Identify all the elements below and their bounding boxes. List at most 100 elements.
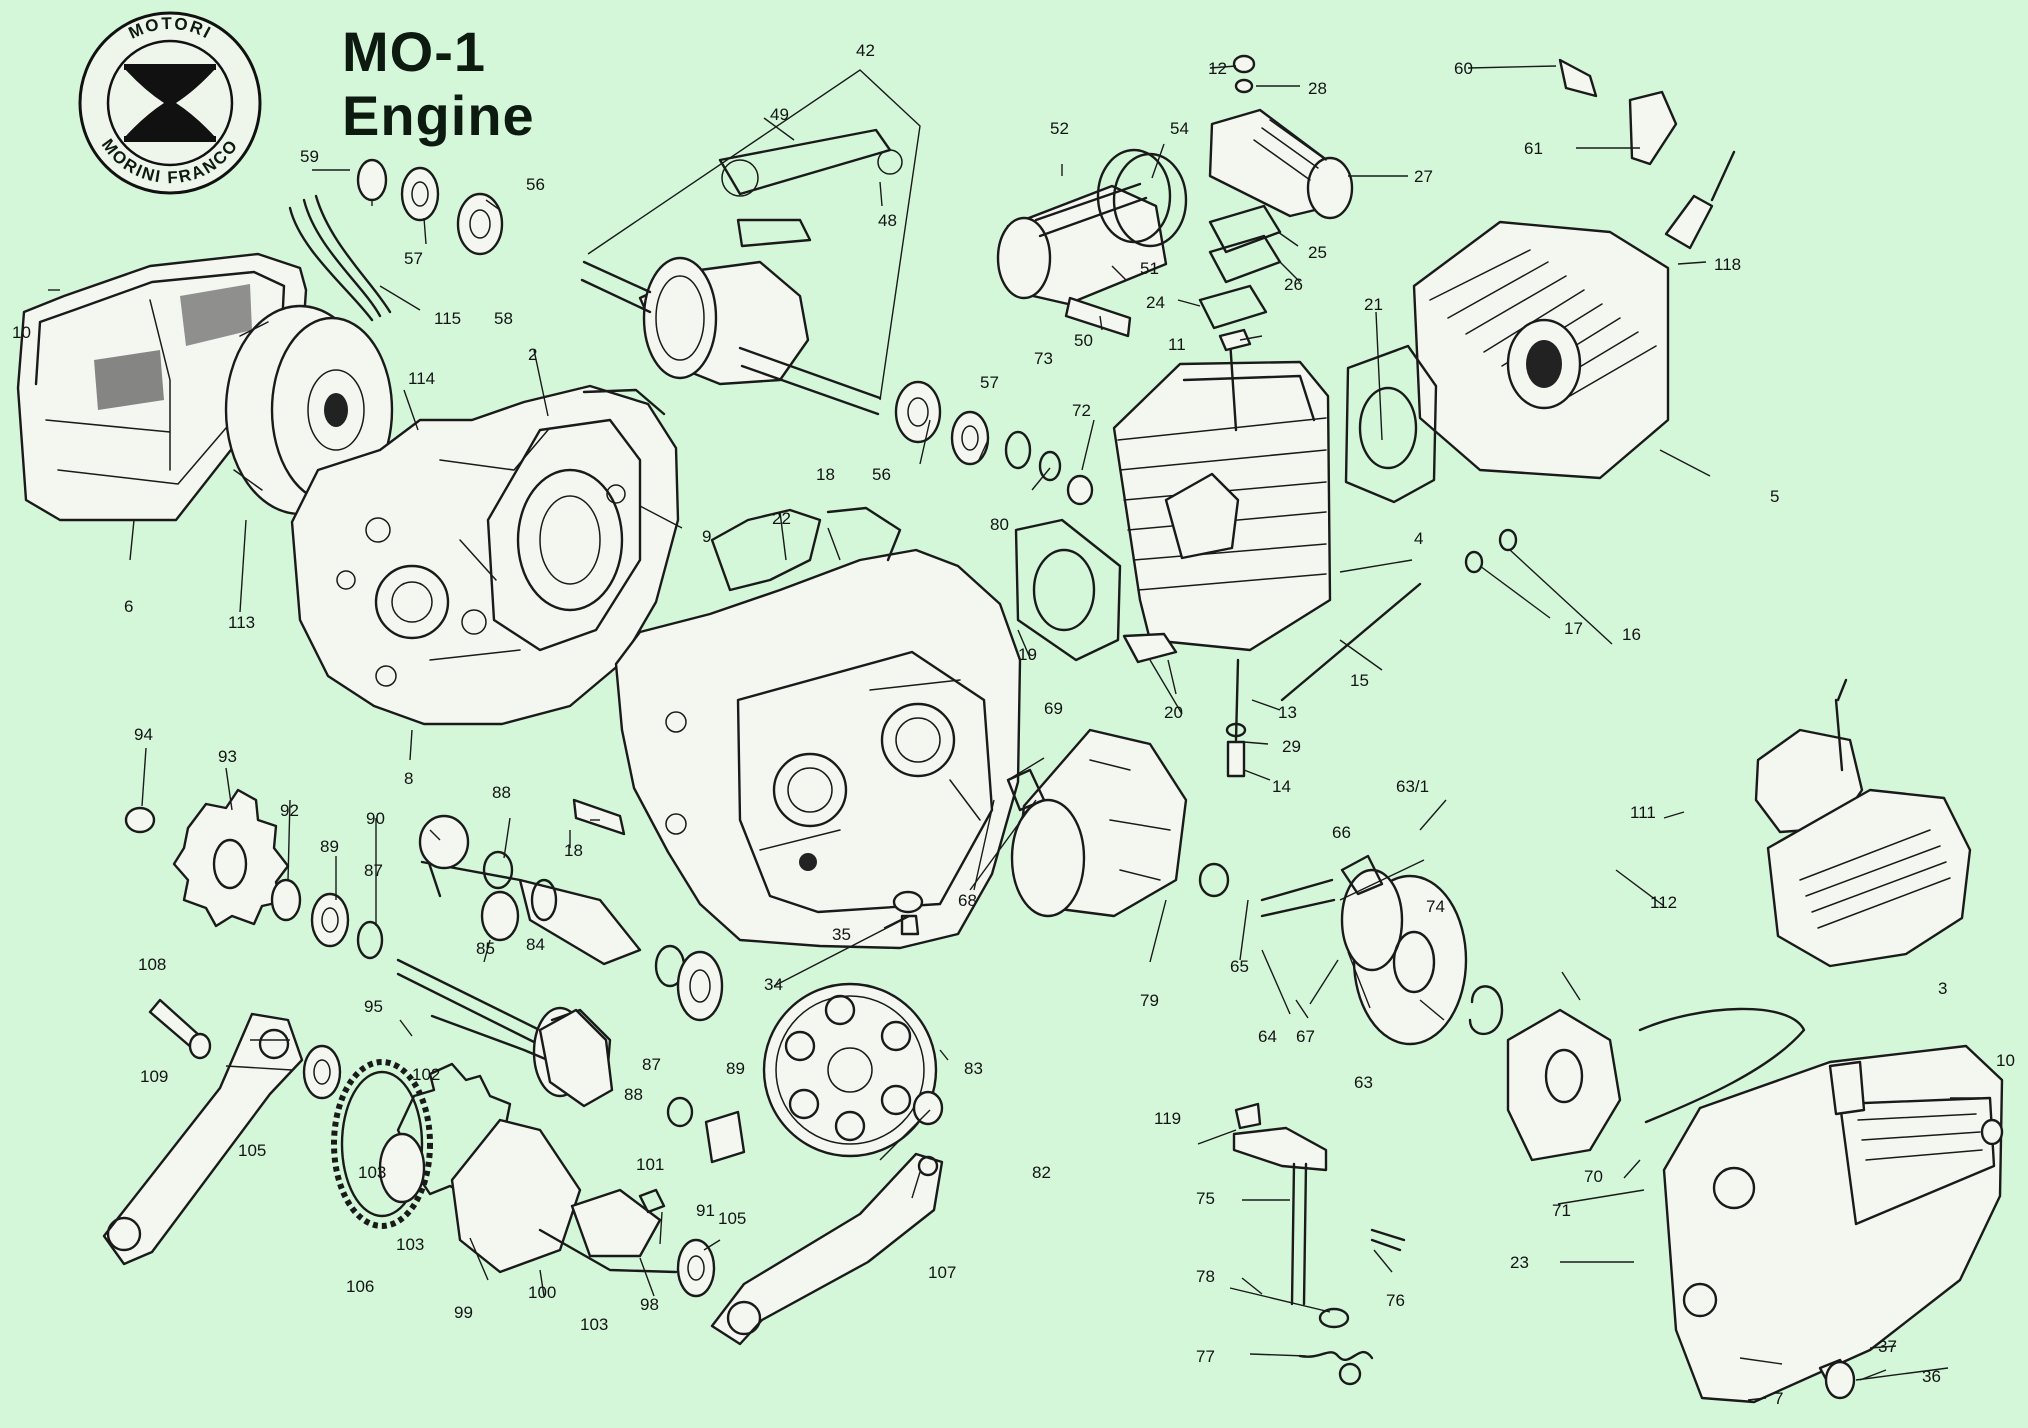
callout: 60 (1454, 59, 1473, 78)
callout: 99 (454, 1303, 473, 1322)
callout: 24 (1146, 293, 1165, 312)
callout: 69 (1044, 699, 1063, 718)
gearbox-washers (124, 798, 924, 1298)
diagram-title-subject: Engine (342, 84, 535, 147)
callout: 56 (872, 465, 891, 484)
callout: 61 (1524, 139, 1543, 158)
callout: 29 (1282, 737, 1301, 756)
callout: 94 (134, 725, 153, 744)
callout: 64 (1258, 1027, 1277, 1046)
callout: 23 (1510, 1253, 1529, 1272)
leader-lines (48, 65, 1980, 1401)
bearings-left (356, 158, 1518, 574)
callout: 15 (1350, 671, 1369, 690)
callout: 119 (1154, 1109, 1181, 1128)
callout: 105 (238, 1141, 266, 1160)
callout: 82 (1032, 1163, 1051, 1182)
callout: 59 (300, 147, 319, 166)
clutch-drum (1006, 728, 1230, 918)
callout: 48 (878, 211, 897, 230)
diagram-title-model: MO-1 (342, 20, 486, 83)
callout: 8 (404, 769, 413, 788)
callout: 115 (434, 309, 461, 328)
callout: 93 (218, 747, 237, 766)
callout: 21 (1364, 295, 1383, 314)
callout: 25 (1308, 243, 1327, 262)
callout: 73 (1034, 349, 1053, 368)
callout: 107 (928, 1263, 956, 1282)
gear-lever (710, 1152, 944, 1346)
callout: 10 (12, 323, 31, 342)
base-gasket (1014, 518, 1122, 662)
callout: 13 (1278, 703, 1297, 722)
callout: 26 (1284, 275, 1303, 294)
chain (331, 1059, 433, 1229)
callout: 92 (280, 801, 299, 820)
selector-parts (1232, 1102, 1406, 1386)
primary-gear (762, 982, 944, 1158)
carburettor (1754, 678, 1972, 968)
callout: 49 (770, 105, 789, 124)
callout: 2 (528, 345, 537, 364)
callout: 57 (404, 249, 423, 268)
callout: 77 (1196, 1347, 1215, 1366)
callout: 74 (1426, 897, 1445, 916)
crankshaft (580, 69, 921, 416)
callout: 51 (1140, 259, 1159, 278)
kickstart-lever (102, 998, 304, 1266)
callout: 63 (1354, 1073, 1373, 1092)
callout: 103 (358, 1163, 386, 1182)
callout-labels: 12 28 60 42 61 27 49 54 52 59 56 48 25 1… (12, 41, 2015, 1408)
callout: 68 (958, 891, 977, 910)
callout: 109 (140, 1067, 168, 1086)
callout: 103 (580, 1315, 608, 1334)
callout: 80 (990, 515, 1009, 534)
callout: 16 (1622, 625, 1641, 644)
flywheel-cover (16, 252, 308, 522)
intake-manifold (1198, 54, 1354, 330)
cylinder-head (1412, 220, 1670, 480)
callout: 108 (138, 955, 166, 974)
callout: 70 (1584, 1167, 1603, 1186)
callout: 6 (124, 597, 133, 616)
callout: 3 (1938, 979, 1947, 998)
callout: 102 (412, 1065, 440, 1084)
callout: 90 (366, 809, 385, 828)
callout: 76 (1386, 1291, 1405, 1310)
callout: 118 (1714, 255, 1741, 274)
callout: 18 (816, 465, 835, 484)
callout: 54 (1170, 119, 1189, 138)
callout: 22 (772, 509, 791, 528)
callout: 91 (696, 1201, 715, 1220)
callout: 65 (1230, 957, 1249, 976)
sprocket (172, 788, 290, 928)
callout: 12 (1208, 59, 1227, 78)
callout: 19 (1018, 645, 1037, 664)
callout: 78 (1196, 1267, 1215, 1286)
callout: 67 (1296, 1027, 1315, 1046)
cylinder (1112, 328, 1332, 652)
callout: 87 (364, 861, 383, 880)
callout: 114 (408, 369, 435, 388)
head-gasket (1344, 344, 1438, 504)
spark-plug (1558, 58, 1736, 250)
callout: 89 (320, 837, 339, 856)
piston (996, 148, 1188, 338)
callout: 113 (228, 613, 255, 632)
callout: 17 (1564, 619, 1583, 638)
callout: 9 (702, 527, 711, 546)
callout: 100 (528, 1283, 556, 1302)
callout: 88 (492, 783, 511, 802)
clutch-assembly (1260, 854, 1622, 1162)
callout: 11 (1168, 335, 1186, 354)
callout: 18 (564, 841, 583, 860)
callout: 58 (494, 309, 513, 328)
callout: 10 (1996, 1051, 2015, 1070)
callout: 83 (964, 1059, 983, 1078)
callout: 79 (1140, 991, 1159, 1010)
callout: 42 (856, 41, 875, 60)
callout: 103 (396, 1235, 424, 1254)
right-side-cover (1638, 1007, 2004, 1404)
